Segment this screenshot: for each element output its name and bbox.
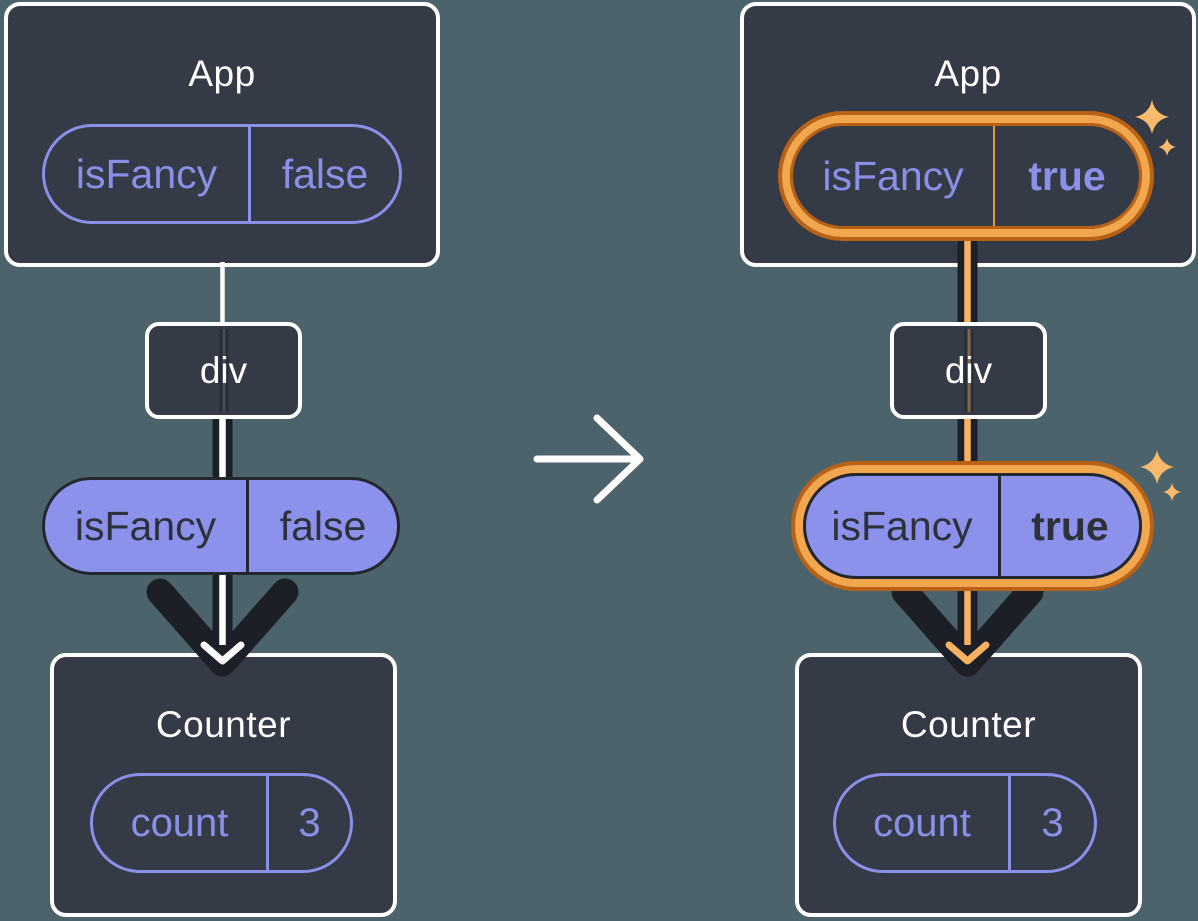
after-div-box: div	[890, 322, 1047, 419]
transition-arrow-right-icon	[533, 414, 644, 504]
before-app-state-pill: isFancy false	[42, 124, 402, 224]
state-value-cell: 3	[266, 776, 350, 870]
prop-value-cell: false	[246, 480, 397, 572]
state-name-cell: isFancy	[75, 150, 218, 197]
after-prop-flow-arrow-down-icon	[891, 232, 1044, 677]
state-value-cell: true	[993, 126, 1139, 226]
before-counter-title: Counter	[155, 704, 292, 745]
before-div-box: div	[145, 322, 302, 419]
after-counter-title: Counter	[900, 704, 1037, 745]
after-counter-state-pill: count 3	[833, 773, 1097, 873]
before-counter-state-pill: count 3	[90, 773, 353, 873]
after-app-state-pill: isFancy true	[790, 123, 1142, 229]
before-div-label: div	[199, 349, 248, 391]
after-div-label: div	[944, 349, 993, 391]
before-app-title: App	[188, 53, 256, 94]
state-value-cell: false	[248, 127, 399, 221]
after-passed-prop-pill: isFancy true	[803, 473, 1142, 579]
after-app-state-pill-highlight: isFancy true	[782, 115, 1150, 237]
state-name-cell: isFancy	[822, 152, 964, 199]
pass-through-line	[219, 329, 228, 412]
after-passed-prop-pill-highlight: isFancy true	[795, 465, 1150, 587]
prop-value-cell: true	[998, 476, 1139, 576]
after-app-title: App	[934, 53, 1002, 94]
state-value-cell: 3	[1008, 776, 1094, 870]
state-name-cell: count	[873, 800, 971, 845]
prop-name-cell: isFancy	[831, 502, 973, 549]
state-name-cell: count	[130, 800, 229, 845]
prop-name-cell: isFancy	[74, 502, 217, 549]
before-passed-prop-pill: isFancy false	[42, 477, 400, 575]
